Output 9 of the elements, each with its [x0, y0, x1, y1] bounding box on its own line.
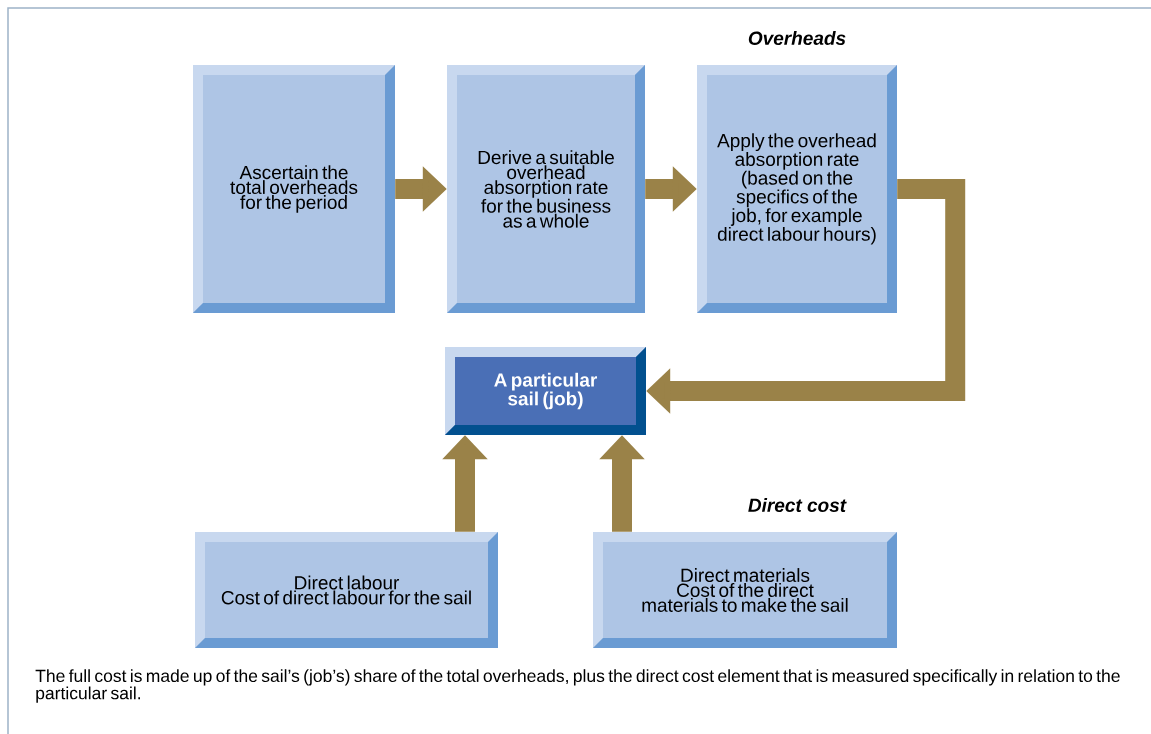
caption: The full cost is made up of the sail’s (job’s) share of the total overheads, plus the direct cost element that is measured specifically in relation to the particular sail.: [35, 669, 1120, 703]
job-box: A particular sail (job): [445, 347, 646, 435]
process-box: Ascertain the total overheads for the period: [193, 65, 395, 313]
section-label: Overheads: [748, 31, 846, 45]
process-box: Apply the overhead absorption rate (based on the specifics of the job, for example direct labour hours): [697, 65, 897, 313]
section-label: Direct cost: [748, 498, 847, 512]
process-box: Direct labour Cost of direct labour for the sail: [195, 532, 498, 648]
process-box: Direct materials Cost of the direct materials to make the sail: [593, 532, 897, 648]
process-box: Derive a suitable overhead absorption rate for the business as a whole: [447, 65, 645, 313]
